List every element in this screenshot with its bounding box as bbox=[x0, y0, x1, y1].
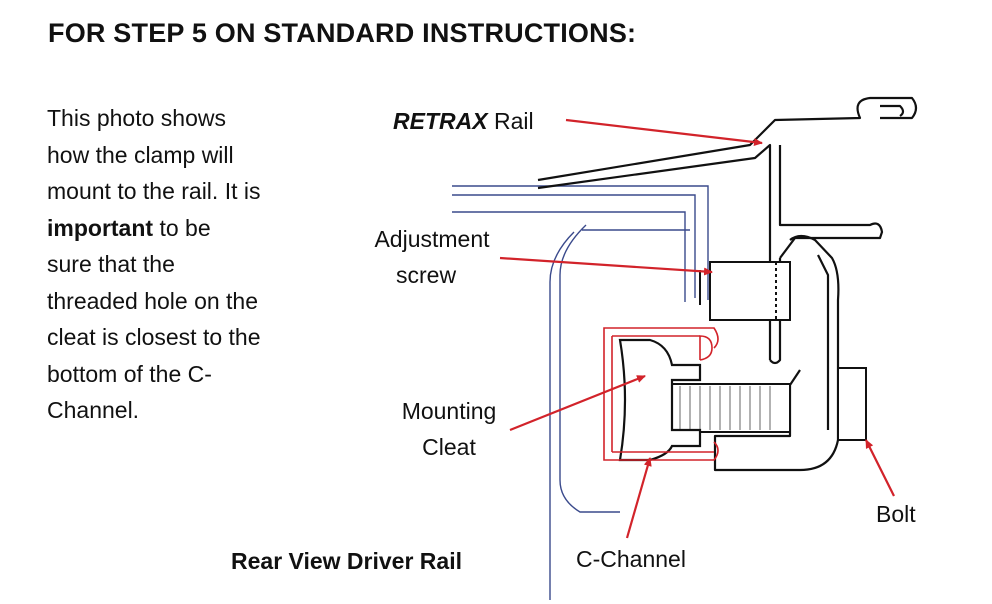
instructions-fragment: to be bbox=[153, 214, 211, 241]
instructions-line: This photo shows bbox=[47, 105, 226, 131]
bolt-arrow bbox=[865, 439, 895, 497]
adjustment-screw bbox=[699, 261, 791, 321]
adjustment-screw-arrow bbox=[499, 256, 713, 276]
mounting-cleat-label-line: Cleat bbox=[422, 434, 476, 460]
page-title: FOR STEP 5 ON STANDARD INSTRUCTIONS: bbox=[48, 18, 637, 48]
clamp-body bbox=[713, 234, 840, 472]
instructions-line: bottom of the C- bbox=[47, 360, 212, 387]
retrax-brand: RETRAX bbox=[393, 108, 488, 134]
mounting-cleat-arrow bbox=[509, 374, 646, 432]
instructions-line: sure that the bbox=[47, 251, 175, 277]
instructions-text: This photo shows how the clamp will moun… bbox=[47, 100, 317, 429]
retrax-rail-arrow bbox=[565, 118, 763, 147]
truck-bed-outline bbox=[452, 185, 709, 600]
bolt-label: Bolt bbox=[876, 501, 916, 527]
retrax-rail-label: RETRAX Rail bbox=[393, 103, 534, 139]
instructions-line: important to be bbox=[47, 210, 317, 247]
adjustment-screw-label: Adjustment screw bbox=[362, 221, 502, 293]
adjustment-screw-label-line: Adjustment bbox=[374, 226, 490, 252]
adjustment-screw-label-line: screw bbox=[396, 262, 457, 288]
instructions-line: Channel. bbox=[47, 397, 140, 423]
mounting-cleat-label-line: Mounting bbox=[401, 398, 497, 424]
c-channel-arrow bbox=[625, 457, 652, 539]
c-channel-label: C-Channel bbox=[576, 546, 686, 572]
retrax-rail bbox=[537, 96, 918, 365]
instructions-line: how the clamp will bbox=[47, 141, 234, 168]
rail-word: Rail bbox=[487, 108, 534, 134]
instructions-line: cleat is closest to the bbox=[47, 324, 261, 350]
c-channel bbox=[603, 327, 719, 461]
leader-arrows bbox=[499, 118, 895, 539]
diagram-caption: Rear View Driver Rail bbox=[231, 548, 462, 574]
mounting-cleat-label: Mounting Cleat bbox=[388, 393, 510, 465]
instructions-line: mount to the rail. It is bbox=[47, 178, 261, 204]
important-emphasis: important bbox=[47, 214, 154, 241]
instructions-line: threaded hole on the bbox=[47, 287, 259, 314]
